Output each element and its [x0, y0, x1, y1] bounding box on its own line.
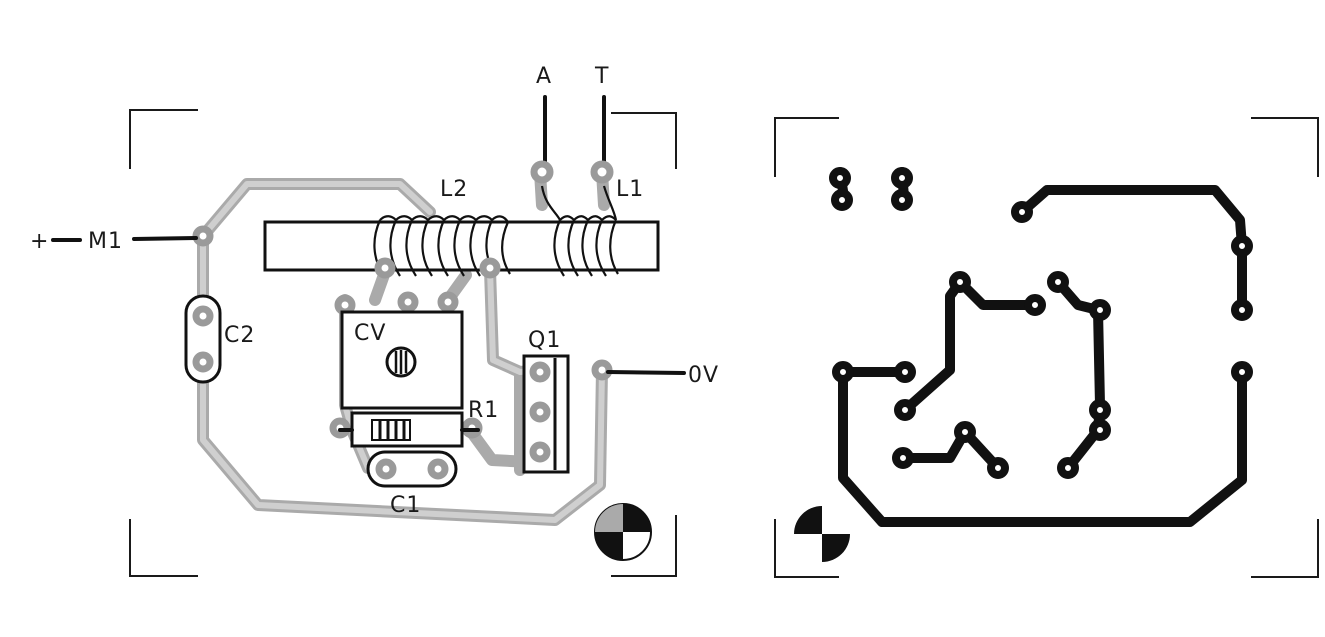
label-cap-c1: C1	[390, 493, 421, 518]
capacitor-c1	[366, 450, 458, 488]
ground-lead	[606, 370, 686, 375]
component-side-view: A T L2 L1 + M1 C2 CV Q1 0V R1 C1	[30, 64, 719, 577]
antenna-leads	[543, 95, 606, 167]
label-trimmer: CV	[354, 321, 386, 346]
left-crop-marks	[129, 109, 677, 577]
label-mic: M1	[88, 229, 123, 254]
label-coil-l2: L2	[440, 177, 468, 202]
right-crop-marks	[774, 117, 1319, 578]
label-antenna: A	[536, 64, 552, 89]
capacitor-c2	[184, 294, 222, 384]
orientation-mark-left	[594, 503, 652, 561]
transistor-q1	[522, 354, 570, 474]
orientation-mark-right	[794, 506, 850, 562]
label-supply-plus: +	[30, 229, 49, 254]
mic-lead-right	[132, 236, 198, 241]
copper-pads	[829, 167, 1253, 479]
label-ground: 0V	[688, 363, 719, 388]
label-cap-c2: C2	[224, 323, 255, 348]
copper-traces	[835, 167, 1247, 527]
coil-l1-windings	[540, 185, 619, 277]
label-coil-l1: L1	[616, 177, 644, 202]
copper-side-view	[774, 117, 1319, 578]
coil-l2-windings	[373, 215, 511, 277]
label-resistor: R1	[468, 398, 499, 423]
label-tap: T	[594, 64, 609, 89]
resistor-r1	[338, 411, 480, 448]
label-transistor: Q1	[528, 328, 561, 353]
trimmer-cv	[340, 310, 464, 410]
